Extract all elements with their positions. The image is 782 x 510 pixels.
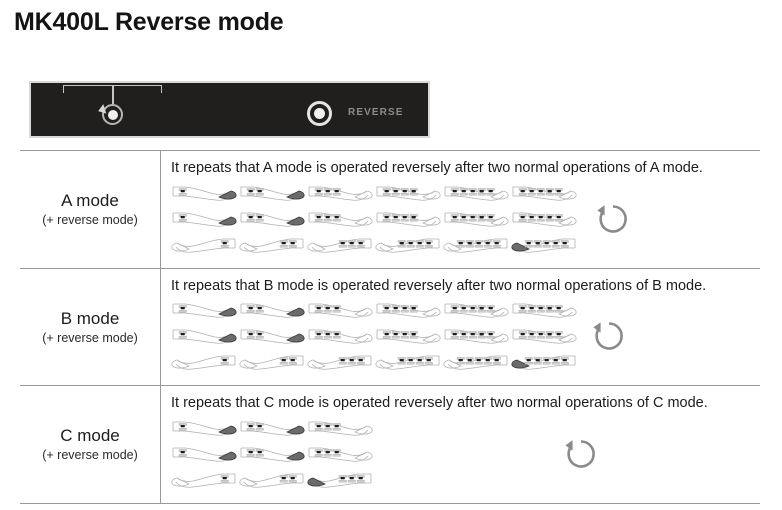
leg-diagram-row (171, 300, 577, 325)
leg-diagram-icon (511, 326, 577, 351)
leg-diagram-row (171, 183, 577, 208)
leg-diagram-icon (239, 209, 305, 234)
leg-diagram-icon (443, 235, 509, 260)
mode-body-cell-a: It repeats that A mode is operated rever… (161, 151, 761, 269)
leg-diagram-grid-b (171, 300, 577, 377)
leg-diagram-icon (239, 235, 305, 260)
leg-diagram-icon (171, 470, 237, 495)
diagram-area-b (171, 300, 760, 377)
mode-name: B mode (60, 308, 120, 328)
leg-diagram-icon (375, 209, 441, 234)
leg-diagram-icon (171, 300, 237, 325)
table-row: B mode (+ reverse mode) It repeats that … (20, 268, 760, 386)
leg-diagram-icon (307, 352, 373, 377)
leg-diagram-icon (239, 352, 305, 377)
table-row: C mode (+ reverse mode) It repeats that … (20, 385, 761, 504)
leg-diagram-row (171, 470, 373, 495)
leg-diagram-icon (307, 183, 373, 208)
reverse-indicator-icon[interactable] (307, 101, 332, 126)
diagram-area-c (171, 418, 760, 495)
leg-diagram-row (171, 209, 577, 234)
leg-diagram-row (171, 444, 373, 469)
leg-diagram-row (171, 326, 577, 351)
leg-diagram-icon (171, 235, 237, 260)
panel-bracket-stem (112, 86, 114, 105)
leg-diagram-icon (239, 444, 305, 469)
leg-diagram-icon (307, 326, 373, 351)
mode-description: It repeats that C mode is operated rever… (171, 395, 708, 412)
leg-diagram-icon (239, 418, 305, 443)
diagram-area-a (171, 183, 760, 260)
mode-label-cell-b: B mode (+ reverse mode) (20, 268, 161, 386)
leg-diagram-icon (511, 183, 577, 208)
leg-diagram-icon (171, 352, 237, 377)
leg-diagram-icon (307, 444, 373, 469)
leg-diagram-icon (375, 300, 441, 325)
leg-diagram-icon (307, 300, 373, 325)
reverse-cycle-icon (563, 436, 599, 477)
leg-diagram-icon (239, 470, 305, 495)
leg-diagram-icon (239, 300, 305, 325)
leg-diagram-icon (443, 183, 509, 208)
table-row: A mode (+ reverse mode) It repeats that … (20, 150, 761, 269)
mode-description: It repeats that A mode is operated rever… (171, 160, 703, 176)
leg-diagram-grid-a (171, 183, 577, 260)
leg-diagram-icon (375, 326, 441, 351)
leg-diagram-icon (171, 326, 237, 351)
mode-sub-label: (+ reverse mode) (42, 448, 138, 463)
reverse-cycle-icon (595, 201, 631, 242)
cycle-indicator-icon[interactable] (96, 104, 123, 125)
leg-diagram-icon (375, 183, 441, 208)
mode-sub-label: (+ reverse mode) (42, 330, 138, 345)
leg-diagram-icon (239, 326, 305, 351)
mode-body-cell-c: It repeats that C mode is operated rever… (161, 386, 761, 504)
page-title: MK400L Reverse mode (14, 8, 284, 36)
leg-diagram-icon (443, 300, 509, 325)
leg-diagram-icon (375, 235, 441, 260)
leg-diagram-icon (239, 183, 305, 208)
mode-description: It repeats that B mode is operated rever… (171, 277, 707, 294)
leg-diagram-row (171, 418, 373, 443)
mode-sub-label: (+ reverse mode) (42, 213, 138, 228)
mode-name: C mode (60, 426, 120, 446)
leg-diagram-icon (511, 300, 577, 325)
leg-diagram-row (171, 352, 577, 377)
mode-body-cell-b: It repeats that B mode is operated rever… (161, 268, 761, 386)
cycle-arrow-icon (96, 104, 107, 116)
mode-name: A mode (61, 191, 119, 211)
leg-diagram-icon (511, 352, 577, 377)
leg-diagram-icon (443, 326, 509, 351)
leg-diagram-icon (375, 352, 441, 377)
mode-label-cell-a: A mode (+ reverse mode) (20, 150, 161, 269)
reverse-label: REVERSE (348, 107, 404, 118)
leg-diagram-icon (171, 418, 237, 443)
leg-diagram-icon (511, 235, 577, 260)
leg-diagram-icon (511, 209, 577, 234)
leg-diagram-row (171, 235, 577, 260)
leg-diagram-icon (171, 444, 237, 469)
mode-label-cell-c: C mode (+ reverse mode) (20, 385, 161, 504)
leg-diagram-icon (307, 209, 373, 234)
control-panel: REVERSE (29, 81, 430, 138)
panel-bracket-line (63, 85, 162, 93)
reverse-cycle-icon (591, 318, 627, 359)
leg-diagram-grid-c (171, 418, 373, 495)
leg-diagram-icon (307, 470, 373, 495)
leg-diagram-icon (307, 235, 373, 260)
leg-diagram-icon (443, 352, 509, 377)
leg-diagram-icon (171, 209, 237, 234)
mode-table: A mode (+ reverse mode) It repeats that … (20, 150, 760, 504)
leg-diagram-icon (443, 209, 509, 234)
leg-diagram-icon (307, 418, 373, 443)
leg-diagram-icon (171, 183, 237, 208)
